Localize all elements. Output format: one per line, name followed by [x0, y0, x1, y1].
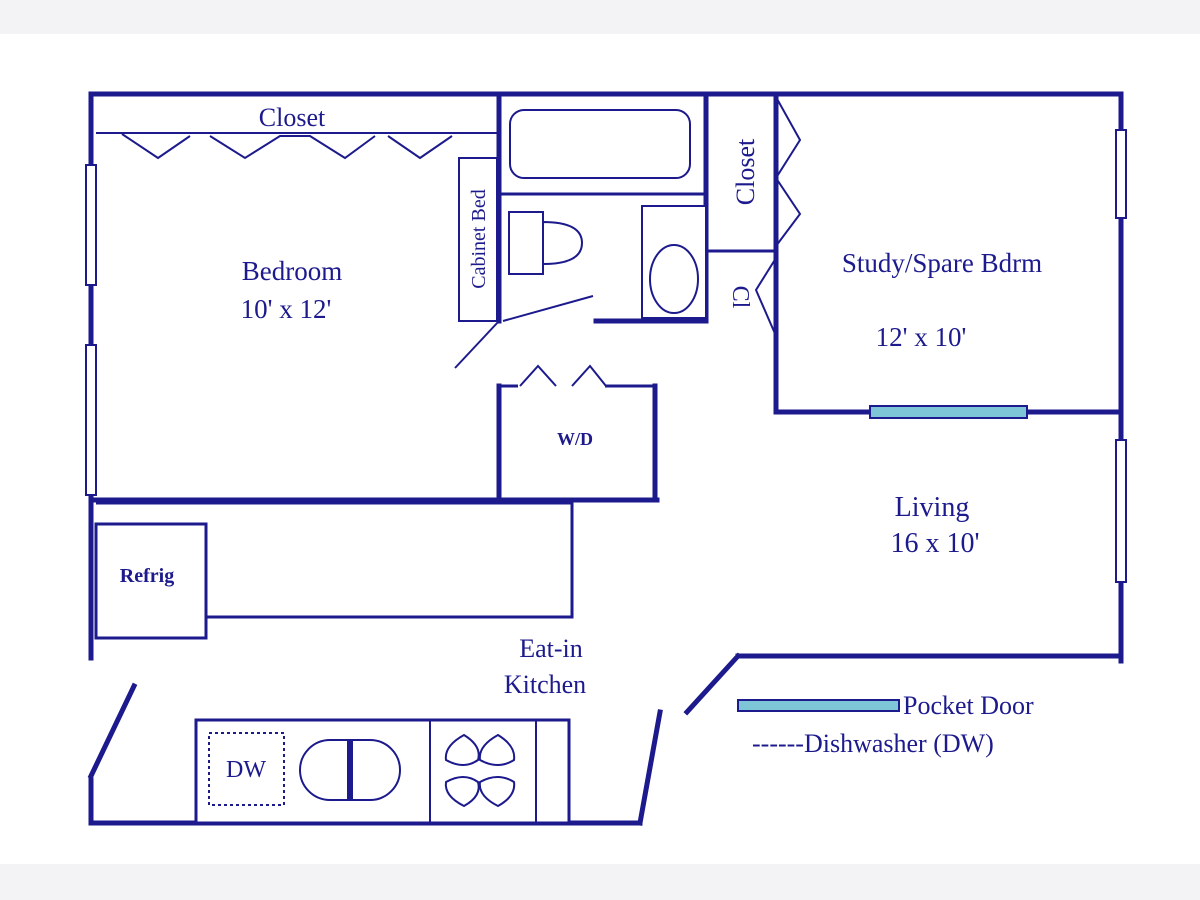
living-size: 16 x 10'	[890, 528, 979, 559]
cabinet-bed: Cabinet Bed	[458, 157, 498, 322]
room-labels: Bedroom 10' x 12' Study/Spare Bdrm 12' x…	[241, 248, 1042, 699]
stove	[444, 733, 516, 808]
living-name: Living	[895, 492, 970, 523]
windows	[85, 129, 1127, 583]
legend-pocket-door-label: Pocket Door	[903, 691, 1034, 720]
bedroom-closet: Closet	[96, 103, 499, 160]
legend-dishwasher-label: ------Dishwasher (DW)	[752, 729, 994, 758]
kitchen-lower-counter: DW	[194, 718, 571, 825]
bedroom-closet-label: Closet	[259, 103, 326, 132]
bathroom	[508, 109, 707, 319]
refrigerator-label: Refrig	[120, 565, 174, 587]
kitchen-name-line1: Eat-in	[519, 634, 583, 663]
study-size: 12' x 10'	[876, 322, 967, 352]
legend: Pocket Door ------Dishwasher (DW)	[737, 691, 1034, 758]
floor-plan-drawing: Closet Cabinet Bed Closet Cl W/D Refrig	[85, 91, 1127, 826]
bedroom-door	[454, 320, 500, 369]
kitchen-name-line2: Kitchen	[504, 670, 586, 699]
bathroom-door	[502, 295, 594, 322]
pocket-door	[869, 405, 1028, 419]
study-closet-label: Closet	[731, 138, 760, 205]
study-name: Study/Spare Bdrm	[842, 248, 1042, 278]
washer-dryer-label: W/D	[557, 429, 593, 449]
study-closets: Closet Cl	[727, 96, 802, 337]
dishwasher	[208, 732, 285, 806]
floor-plan: Closet Cabinet Bed Closet Cl W/D Refrig	[0, 34, 1200, 864]
legend-pocket-door-swatch	[737, 699, 900, 712]
bedroom-name: Bedroom	[242, 256, 343, 286]
washer-dryer: W/D	[519, 364, 607, 449]
bedroom-size: 10' x 12'	[241, 294, 332, 324]
dishwasher-label: DW	[226, 757, 266, 783]
interior-walls	[88, 91, 1124, 503]
kitchen-counter: Refrig	[94, 501, 574, 640]
cabinet-bed-label: Cabinet Bed	[468, 189, 490, 288]
small-closet-label: Cl	[727, 286, 753, 309]
